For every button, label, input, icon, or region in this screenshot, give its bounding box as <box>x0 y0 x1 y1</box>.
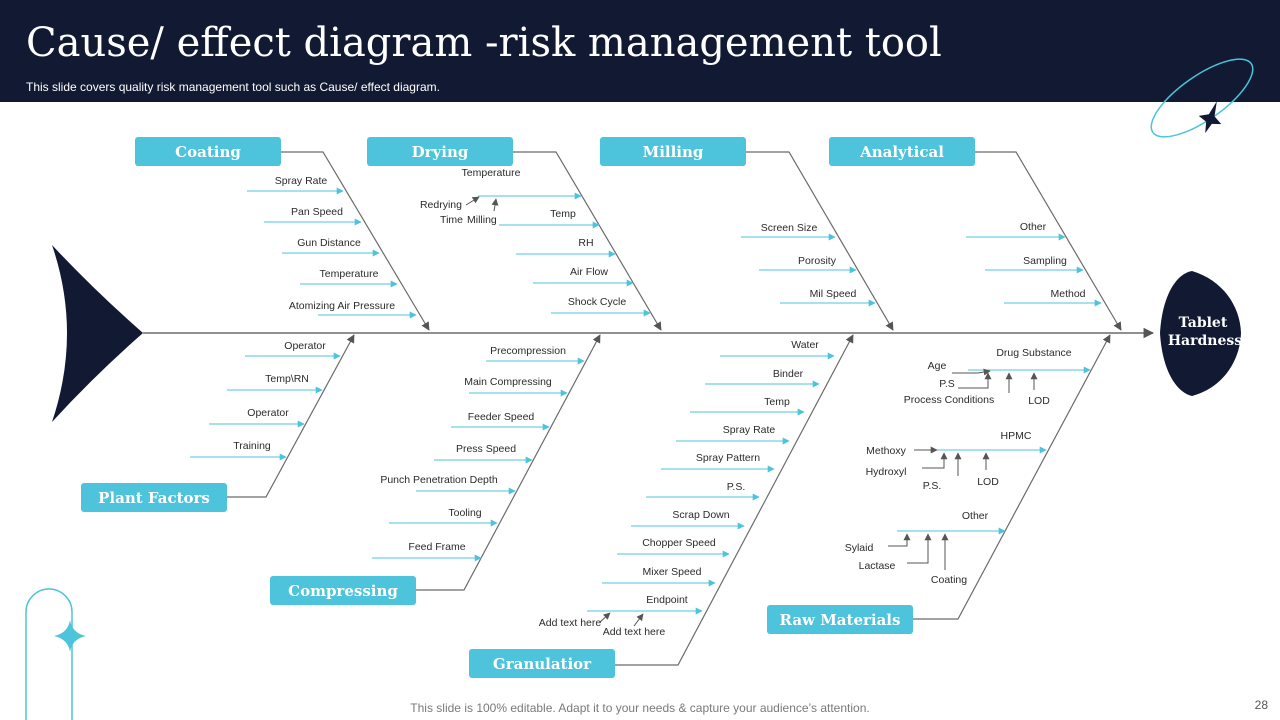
fish-tail-shape <box>52 245 143 422</box>
cause-label: Binder <box>773 368 804 380</box>
category-box-granulation <box>469 649 615 678</box>
cause-label: Process Conditions <box>904 394 994 406</box>
cause-label: Temp\RN <box>265 373 309 385</box>
cause-label: Tooling <box>448 507 481 519</box>
bone-compressing: Compressing Precompression Main Compress… <box>270 334 601 605</box>
cause-label: Shock Cycle <box>568 296 627 308</box>
cause-label: Scrap Down <box>672 509 729 521</box>
cause-label: Spray Rate <box>275 175 328 187</box>
cause-label: Feeder Speed <box>468 411 535 423</box>
page-number: 28 <box>1254 698 1268 712</box>
cause-label: Main Compressing <box>464 376 552 388</box>
cause-label: Temp <box>764 396 790 408</box>
cause-label: Mixer Speed <box>643 566 702 578</box>
cause-label: Redrying <box>420 199 462 211</box>
cause-label: Lactase <box>859 560 896 572</box>
category-box-analytical <box>829 137 975 166</box>
bone-milling: Milling Screen Size Porosity Mil Speed <box>600 137 894 331</box>
cause-label: Gun Distance <box>297 237 361 249</box>
category-label-drying: Drying <box>412 143 469 161</box>
cause-label: Atomizing Air Pressure <box>289 300 395 312</box>
category-label-raw-materials: Raw Materials <box>780 611 901 629</box>
category-label-plant-factors: Plant Factors <box>98 489 210 507</box>
fish-head-shape <box>1160 271 1241 396</box>
cause-label: Training <box>233 440 271 452</box>
cause-label: Chopper Speed <box>642 537 716 549</box>
cause-label: P.S <box>939 378 955 390</box>
bone-coating: Coating Spray Rate Pan Speed Gun Distanc… <box>135 137 430 331</box>
bone-drying: Drying Temperature Redrying Time Milling… <box>367 137 662 331</box>
orbit-star-decoration <box>1150 58 1254 138</box>
page-title: Cause/ effect diagram -risk management t… <box>26 20 942 66</box>
effect-label-line1: Tablet <box>1179 315 1228 331</box>
bone-plant-factors: Plant Factors Operator Temp\RN Operator … <box>81 334 355 512</box>
category-box-raw-materials <box>767 605 913 634</box>
cause-label: Milling <box>467 214 497 226</box>
cause-label: LOD <box>977 476 999 488</box>
cause-label: Time <box>440 214 463 226</box>
bone-raw-materials: Raw Materials Drug Substance Age P.S Pro… <box>767 334 1111 634</box>
cause-label: Screen Size <box>761 222 818 234</box>
cause-label: HPMC <box>1001 430 1032 442</box>
cause-label: Hydroxyl <box>866 466 907 478</box>
cause-label: Spray Rate <box>723 424 776 436</box>
cause-label: Temperature <box>462 167 521 179</box>
category-box-compressing <box>270 576 416 605</box>
cause-label: Porosity <box>798 255 837 267</box>
cause-label: Mil Speed <box>810 288 857 300</box>
category-box-milling <box>600 137 746 166</box>
category-box-coating <box>135 137 281 166</box>
page-subtitle: This slide covers quality risk managemen… <box>26 80 440 94</box>
cause-label: Sylaid <box>845 542 874 554</box>
cause-label: Precompression <box>490 345 566 357</box>
bone-analytical: Analytical Other Sampling Method <box>829 137 1122 331</box>
cause-label: Water <box>791 339 819 351</box>
cause-label: P.S. <box>727 481 746 493</box>
cause-label: Drug Substance <box>996 347 1071 359</box>
cause-label: Temp <box>550 208 576 220</box>
cause-label: Method <box>1050 288 1085 300</box>
category-label-analytical: Analytical <box>859 143 944 161</box>
category-label-granulation: Granulatior <box>493 655 592 673</box>
cause-label: Press Speed <box>456 443 516 455</box>
category-label-coating: Coating <box>175 143 241 161</box>
category-box-plant-factors <box>81 483 227 512</box>
cause-label: Sampling <box>1023 255 1067 267</box>
cause-label: Methoxy <box>866 445 906 457</box>
cause-label: Add text here <box>603 626 666 638</box>
cause-label: LOD <box>1028 395 1050 407</box>
category-label-milling: Milling <box>643 143 704 161</box>
category-label-compressing: Compressing <box>288 582 398 600</box>
cause-label: Add text here <box>539 617 602 629</box>
cause-label: Feed Frame <box>408 541 465 553</box>
cause-label: Pan Speed <box>291 206 343 218</box>
cause-label: P.S. <box>923 480 942 492</box>
arch-sparkle-decoration <box>25 588 86 720</box>
cause-label: Age <box>928 360 947 372</box>
effect-head: Tablet Hardness <box>1160 271 1242 396</box>
footer-note: This slide is 100% editable. Adapt it to… <box>410 701 870 715</box>
cause-label: Endpoint <box>646 594 688 606</box>
category-box-drying <box>367 137 513 166</box>
cause-label: Other <box>1020 221 1047 233</box>
cause-label: RH <box>578 237 593 249</box>
header-bar: Cause/ effect diagram -risk management t… <box>0 0 1280 102</box>
cause-label: Air Flow <box>570 266 608 278</box>
cause-label: Temperature <box>320 268 379 280</box>
effect-label-line2: Hardness <box>1168 333 1242 349</box>
bone-granulation: Granulatior Water Binder Temp Spray Rate… <box>469 334 854 678</box>
cause-label: Operator <box>284 340 326 352</box>
cause-label: Coating <box>931 574 967 586</box>
cause-label: Other <box>962 510 989 522</box>
cause-label: Punch Penetration Depth <box>380 474 497 486</box>
cause-label: Spray Pattern <box>696 452 760 464</box>
cause-label: Operator <box>247 407 289 419</box>
